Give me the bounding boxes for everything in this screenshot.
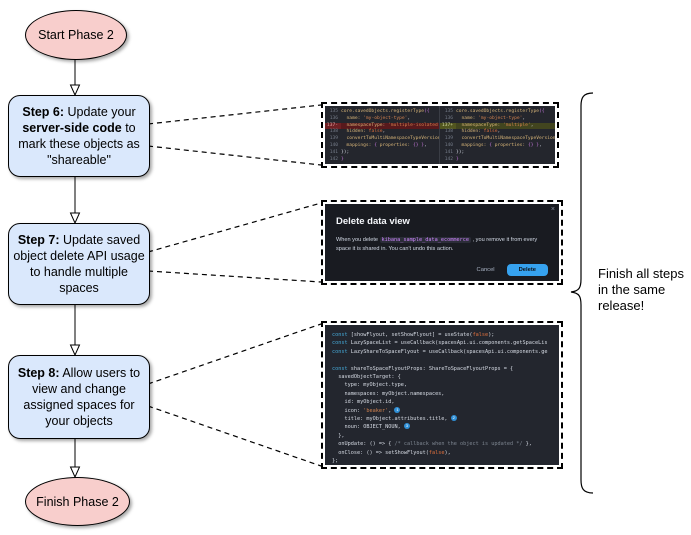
data-view-name-chip: kibana_sample_data_ecommerce (379, 237, 471, 243)
finish-label: Finish Phase 2 (36, 494, 119, 509)
cancel-button[interactable]: Cancel (476, 267, 495, 273)
flyout-code: const [showFlyout, setShowFlyout] = useS… (325, 325, 559, 465)
step-6-box: Step 6: Update your server-side code to … (8, 95, 150, 177)
step-8-box: Step 8: Allow users to view and change a… (8, 355, 150, 439)
start-label: Start Phase 2 (38, 28, 114, 42)
close-icon[interactable]: × (550, 206, 555, 213)
delete-dialog: × Delete data view When you delete kiban… (325, 204, 559, 281)
dialog-title: Delete data view (336, 216, 410, 227)
curly-brace (570, 92, 594, 494)
flyout-code-panel: const [showFlyout, setShowFlyout] = useS… (321, 321, 563, 469)
arrowheads (69, 84, 81, 479)
delete-button[interactable]: Delete (506, 264, 548, 276)
step-7-label: Step 7: Update saved object delete API u… (13, 233, 145, 295)
start-node: Start Phase 2 (25, 10, 127, 60)
delete-dialog-panel: × Delete data view When you delete kiban… (321, 200, 563, 285)
dialog-body: When you delete kibana_sample_data_ecomm… (336, 237, 538, 252)
step-6-label: Step 6: Update your server-side code to … (18, 105, 140, 167)
dashed-connectors (147, 104, 322, 467)
step-8-label: Step 8: Allow users to view and change a… (17, 366, 141, 428)
release-note: Finish all steps in the same release! (598, 266, 684, 313)
step-7-box: Step 7: Update saved object delete API u… (8, 223, 150, 305)
finish-node: Finish Phase 2 (25, 477, 130, 526)
